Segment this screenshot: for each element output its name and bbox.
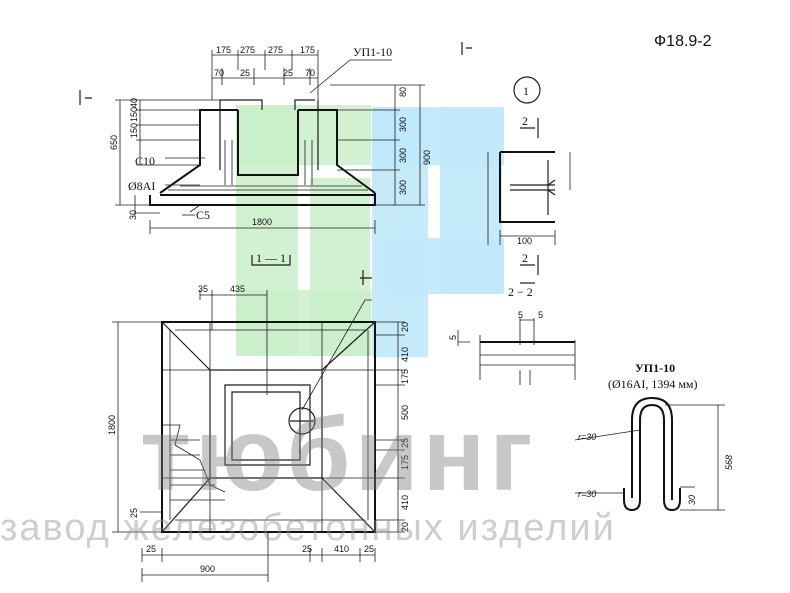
dim-sec-5c: 5: [448, 335, 458, 340]
plan-dims: 35 435 1800 25 20 410 175 500 25 175 410…: [107, 251, 410, 574]
dim-sec-5a: 5: [518, 310, 523, 320]
dim-sec-5b: 5: [538, 310, 543, 320]
dim-bottom-1800: 1800: [252, 217, 272, 227]
dim-right-80: 80: [398, 87, 408, 97]
dim-top-2: 275: [240, 45, 255, 55]
dim-top2-4: 70: [305, 68, 315, 78]
up-30: 30: [687, 495, 697, 505]
dim-plan-r5: 25: [400, 438, 410, 448]
watermark-logo: [236, 105, 504, 357]
up-height: 568: [724, 455, 734, 470]
up-r1: r=30: [578, 432, 596, 442]
plan-view: [112, 255, 405, 582]
elevation-view: [79, 42, 472, 234]
sec-mark-2-bot: 2: [522, 251, 528, 265]
dim-left-40: 40: [129, 98, 139, 108]
up-detail-title: УП1-10: [635, 361, 675, 375]
dim-plan-r3: 175: [400, 369, 410, 384]
up-r2: r=30: [578, 489, 596, 499]
dim-plan-r1: 20: [400, 322, 410, 332]
dim-plan-r7: 410: [400, 495, 410, 510]
detail-marker-1: 1: [513, 76, 541, 104]
dim-top-4: 175: [300, 45, 315, 55]
dim-left-150a: 150: [129, 107, 139, 122]
watermark-tagline: завод железобетонных изделий: [0, 507, 616, 549]
dim-plan-25-left: 25: [129, 508, 139, 518]
dim-plan-b2: 25: [302, 544, 312, 554]
dim-right-300b: 300: [398, 148, 408, 163]
label-c5: С5: [196, 208, 210, 222]
dim-plan-900: 900: [200, 564, 215, 574]
dim-top2-3: 25: [283, 68, 293, 78]
dim-plan-r4: 500: [400, 405, 410, 420]
dim-right-300c: 300: [398, 180, 408, 195]
dim-right-300a: 300: [398, 117, 408, 132]
dim-plan-b3: 410: [334, 544, 349, 554]
dim-plan-35: 35: [198, 284, 208, 294]
section-2-2-title: 2 − 2: [508, 285, 533, 299]
dim-left-30: 30: [128, 210, 138, 220]
watermark-brand: тюбинг: [140, 397, 537, 513]
sec-mark-2-top: 2: [522, 114, 528, 128]
section-2-view: 100 2 2 2 − 2 5 5 5: [448, 114, 576, 385]
dim-top2-2: 25: [240, 68, 250, 78]
dim-left-650: 650: [109, 135, 119, 150]
label-up-top: УП1-10: [353, 45, 392, 59]
elevation-dims: 175 275 275 175 70 25 25 70 650 40 150 1…: [109, 33, 712, 227]
dim-plan-b4: 25: [364, 544, 374, 554]
svg-text:1: 1: [523, 84, 529, 98]
up-detail: УП1-10 (Ø16АI, 1394 мм) r=30 r=30 568 30: [574, 361, 734, 512]
dim-top2-1: 70: [214, 68, 224, 78]
dim-sec-100: 100: [517, 236, 532, 246]
dim-top-3: 275: [268, 45, 283, 55]
sheet-code: Ф18.9-2: [654, 33, 712, 50]
dim-top-1: 175: [216, 45, 231, 55]
label-o8ai: Ø8АI: [128, 179, 155, 193]
label-c10: С10: [135, 154, 155, 168]
dim-right-900: 900: [422, 150, 432, 165]
dim-plan-r8: 20: [400, 522, 410, 532]
up-detail-spec: (Ø16АI, 1394 мм): [608, 377, 698, 391]
dim-plan-r6: 175: [400, 455, 410, 470]
dim-plan-b1: 25: [146, 544, 156, 554]
section-1-1-title: 1 — 1: [256, 251, 286, 265]
dim-left-150b: 150: [129, 123, 139, 138]
dim-plan-r2: 410: [400, 347, 410, 362]
dim-plan-1800: 1800: [107, 415, 117, 435]
dim-plan-435: 435: [230, 284, 245, 294]
